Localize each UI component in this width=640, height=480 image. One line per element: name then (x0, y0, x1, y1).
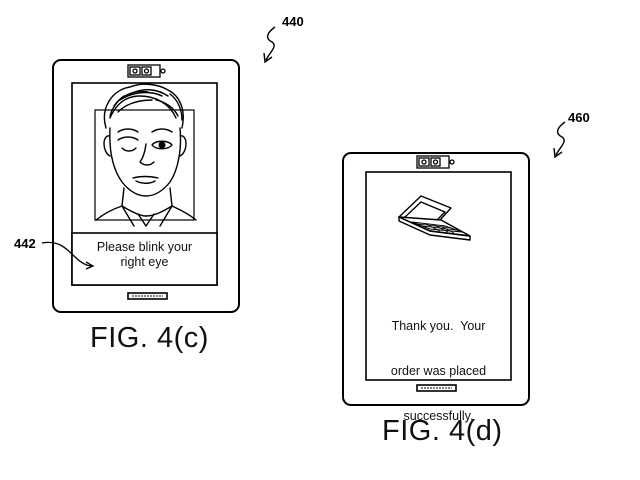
ref-numeral-442: 442 (14, 236, 36, 251)
tablet-device-460 (342, 152, 530, 406)
lead-line-442 (41, 241, 93, 267)
caption-fig-4c: FIG. 4(c) (90, 322, 209, 354)
face-winking-icon (95, 83, 197, 227)
lead-arrow-440 (265, 26, 276, 61)
laptop-icon (398, 195, 471, 241)
prompt-line-2: right eye (120, 255, 169, 269)
lead-arrow-460 (555, 121, 566, 156)
caption-fig-4d: FIG. 4(d) (382, 415, 503, 447)
home-button-460[interactable] (416, 384, 457, 392)
home-button-440[interactable] (127, 292, 168, 300)
order-confirmation-message: Thank you. Your order was placed success… (366, 289, 511, 439)
tablet-device-440 (52, 59, 240, 313)
prompt-line-1: Please blink your (96, 240, 193, 254)
face-detection-box (94, 109, 195, 221)
ref-numeral-440: 440 (282, 14, 304, 29)
message-line-3: successfully. (403, 409, 474, 423)
camera-icon (416, 155, 455, 169)
prompt-box-442 (71, 232, 218, 286)
screen-460 (365, 171, 512, 381)
ref-numeral-460: 460 (568, 110, 590, 125)
message-line-2: order was placed (390, 364, 487, 378)
camera-icon (127, 64, 166, 78)
message-line-1: Thank you. Your (391, 319, 486, 333)
blink-prompt: Please blink your right eye (72, 240, 217, 270)
